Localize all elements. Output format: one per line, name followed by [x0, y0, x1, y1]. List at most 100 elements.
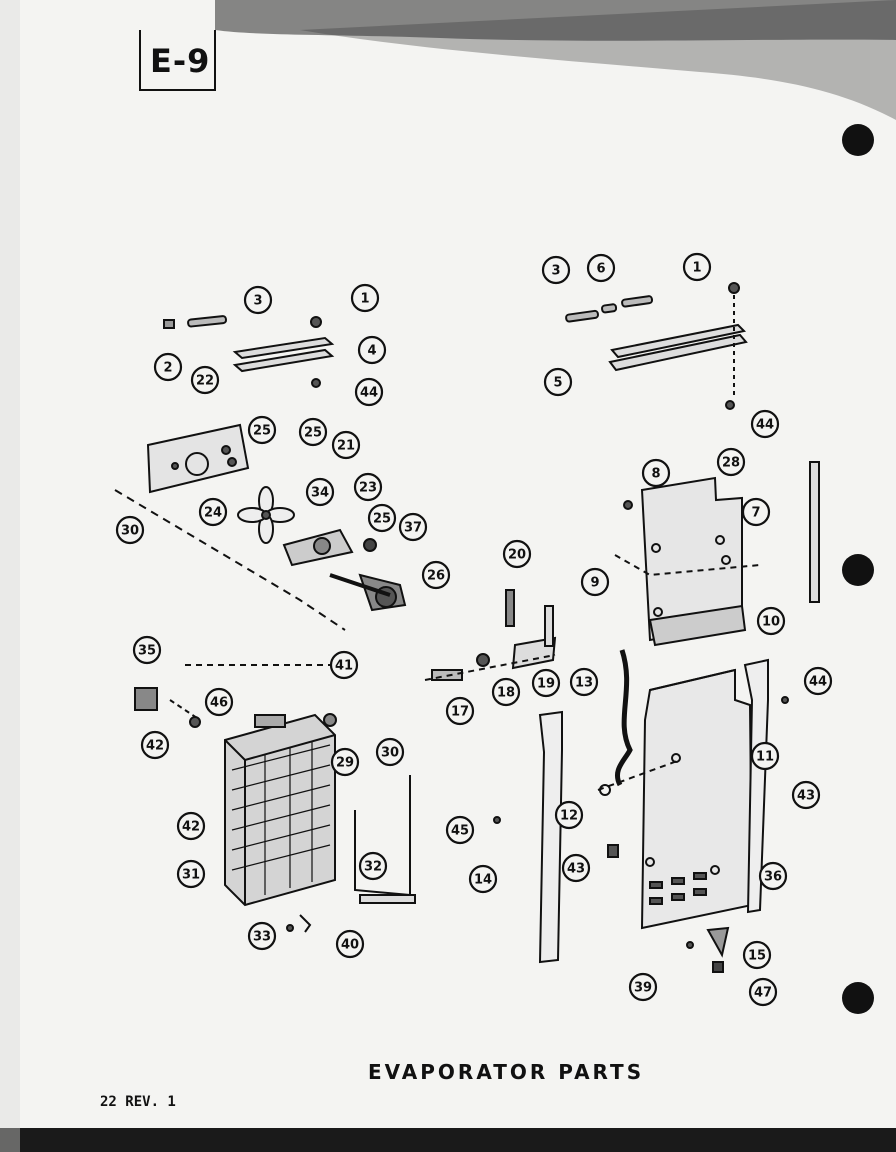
callout-number: 28	[722, 456, 740, 471]
callout-number: 39	[634, 981, 652, 996]
callout-number: 40	[341, 938, 359, 953]
callout-number: 15	[748, 949, 766, 964]
callout-number: 25	[373, 512, 391, 527]
callout-number: 25	[253, 424, 271, 439]
callout-bubble	[375, 737, 405, 767]
callout-number: 14	[474, 873, 492, 888]
callout-bubble	[204, 687, 234, 717]
callout-number: 11	[756, 750, 774, 765]
callout-bubble	[491, 677, 521, 707]
callout-bubble	[716, 447, 746, 477]
punch-hole-icon	[842, 554, 874, 586]
callout-number: 3	[551, 264, 560, 279]
callout-bubble	[445, 815, 475, 845]
callout-number: 43	[567, 862, 585, 877]
callout-number: 33	[253, 930, 271, 945]
callout-bubble	[750, 409, 780, 439]
callout-bubble	[357, 335, 387, 365]
callout-number: 45	[451, 824, 469, 839]
callout-number: 2	[163, 361, 172, 376]
punch-hole-icon	[842, 124, 874, 156]
callout-bubble	[758, 861, 788, 891]
callout-bubble	[641, 458, 671, 488]
callout-bubble	[153, 352, 183, 382]
callout-bubble	[398, 512, 428, 542]
callout-bubble	[682, 252, 712, 282]
callout-bubble	[132, 635, 162, 665]
callout-bubble	[330, 747, 360, 777]
callout-bubble	[750, 741, 780, 771]
callout-number: 31	[182, 868, 200, 883]
callout-number: 22	[196, 374, 214, 389]
callout-number: 23	[359, 481, 377, 496]
callout-number: 6	[596, 262, 605, 277]
callout-number: 47	[754, 986, 772, 1001]
callout-bubble	[628, 972, 658, 1002]
callout-number: 34	[311, 486, 329, 501]
callout-number: 46	[210, 696, 228, 711]
revision-note: 22 REV. 1	[100, 1094, 176, 1110]
callout-number: 4	[367, 344, 376, 359]
callout-bubble	[445, 696, 475, 726]
callout-bubble	[531, 668, 561, 698]
callout-bubble	[115, 515, 145, 545]
callout-bubble	[580, 567, 610, 597]
fan-motor-assembly	[114, 315, 416, 933]
punch-hole-icon	[842, 982, 874, 1014]
callout-number: 18	[497, 686, 515, 701]
callout-bubble	[468, 864, 498, 894]
callout-bubble	[247, 921, 277, 951]
callout-bubble	[298, 417, 328, 447]
callout-bubble	[335, 929, 365, 959]
callout-bubble	[803, 666, 833, 696]
callout-number: 36	[764, 870, 782, 885]
callout-number: 12	[560, 809, 578, 824]
callout-number: 41	[335, 659, 353, 674]
callout-bubble	[353, 472, 383, 502]
callout-bubble	[541, 255, 571, 285]
callout-bubble	[354, 377, 384, 407]
callout-bubble	[586, 253, 616, 283]
callout-number: 26	[427, 569, 445, 584]
callout-bubble	[543, 367, 573, 397]
callout-bubble	[756, 606, 786, 636]
callout-number: 20	[508, 548, 526, 563]
callout-number: 1	[692, 261, 701, 276]
callout-bubble	[367, 503, 397, 533]
callout-number: 35	[138, 644, 156, 659]
callout-bubble	[247, 415, 277, 445]
callout-bubble	[305, 477, 335, 507]
callout-bubble	[358, 851, 388, 881]
callout-bubble	[243, 285, 273, 315]
callout-number: 8	[651, 467, 660, 482]
callout-bubble	[190, 365, 220, 395]
callout-number: 13	[575, 676, 593, 691]
callout-bubble	[176, 859, 206, 889]
callout-bubble	[742, 940, 772, 970]
callout-number: 44	[809, 675, 827, 690]
callout-number: 25	[304, 426, 322, 441]
callout-bubble	[502, 539, 532, 569]
callout-number: 17	[451, 705, 469, 720]
callout-bubble	[569, 667, 599, 697]
callout-bubble	[176, 811, 206, 841]
callout-bubble	[329, 650, 359, 680]
callout-number: 30	[381, 746, 399, 761]
callout-number: 21	[337, 439, 355, 454]
callout-number: 42	[182, 820, 200, 835]
callout-bubble	[421, 560, 451, 590]
callout-number: 19	[537, 677, 555, 692]
callout-bubble	[331, 430, 361, 460]
callout-number: 5	[553, 376, 562, 391]
evaporator-cover-assembly	[424, 282, 820, 973]
callout-number: 44	[360, 386, 378, 401]
callout-number: 3	[253, 294, 262, 309]
callout-number: 32	[364, 860, 382, 875]
callout-number: 1	[360, 292, 369, 307]
callout-number: 43	[797, 789, 815, 804]
page-title: EVAPORATOR PARTS	[368, 1060, 645, 1084]
page-label: E-9	[150, 42, 211, 80]
